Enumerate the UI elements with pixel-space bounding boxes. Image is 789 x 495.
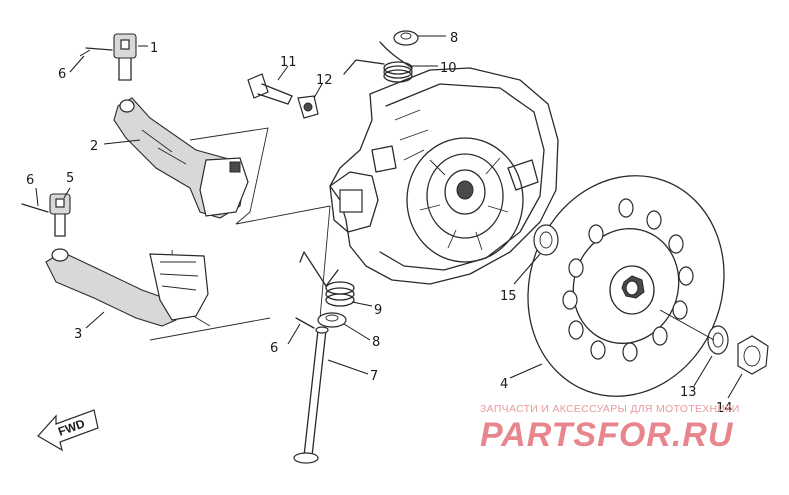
callout-9: 9 [374,303,382,318]
bolt-and-nut [247,73,319,119]
collar [533,224,559,256]
callout-12: 12 [316,73,333,88]
washer-and-nut [659,309,769,375]
callout-11: 11 [280,55,297,70]
callout-8-low: 8 [372,335,380,350]
callout-13: 13 [680,385,697,400]
top-washer-and-spring [343,30,419,83]
callout-6-mid: 6 [26,173,34,188]
crankcase-cover [329,67,559,285]
brake-disc [527,175,725,397]
callout-numbers: 1 6 2 6 5 3 11 12 8 10 9 8 7 6 15 4 13 1… [26,31,733,416]
upper-clevis [79,33,137,81]
forward-direction-arrow: FWD [37,409,99,452]
callout-5: 5 [66,171,74,186]
watermark-caption: ЗАПЧАСТИ И АКСЕССУАРЫ ДЛЯ МОТОТЕХНИКИ [480,403,740,415]
callout-3: 2 [90,139,98,154]
callout-1: 4 [500,377,508,392]
callout-4: 1 [150,41,158,56]
callout-8-top: 8 [450,31,458,46]
callout-6-low: 6 [270,341,278,356]
callout-14: 14 [716,401,733,416]
lower-spring-washer-shaft [293,251,355,464]
watermark: ЗАПЧАСТИ И АКСЕССУАРЫ ДЛЯ МОТОТЕХНИКИ PA… [480,403,740,454]
watermark-brand: PARTSFOR.RU [480,416,734,454]
callout-7: 7 [370,369,378,384]
callout-6-top: 6 [58,67,66,82]
upper-pedal-arm [113,97,249,219]
callout-15: 15 [500,289,517,304]
callout-2: 3 [74,327,82,342]
callout-leaders [35,35,743,399]
lower-clevis [21,193,71,237]
callout-10: 10 [440,61,457,76]
lower-pedal-arm [45,248,209,327]
